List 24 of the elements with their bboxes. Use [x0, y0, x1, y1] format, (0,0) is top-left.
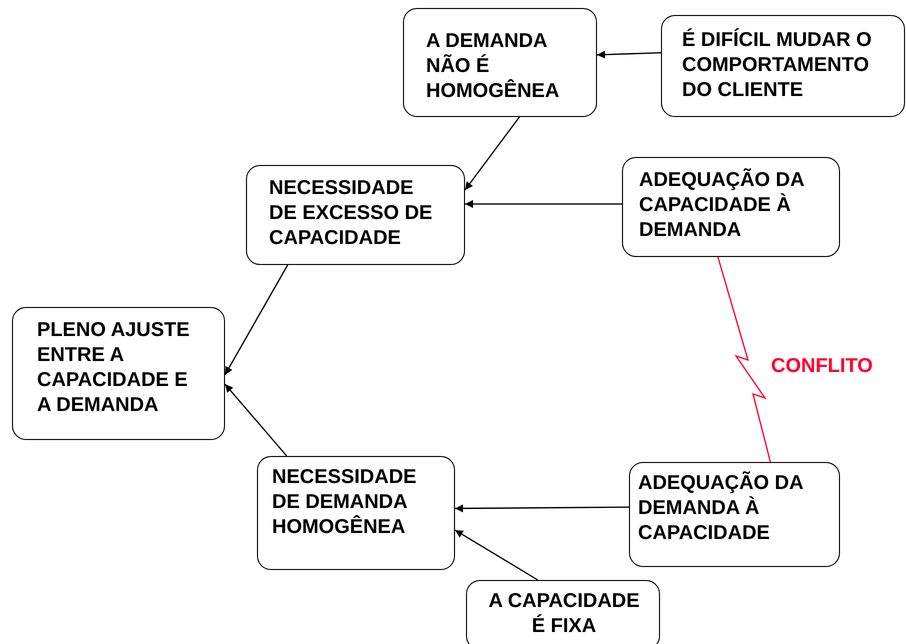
box-text: NECESSIDADE DE DEMANDA HOMOGÊNEA: [272, 465, 418, 540]
box-text: É DIFÍCIL MUDAR O COMPORTAMENTO DO CLIENTE: [682, 28, 873, 103]
arrow: [224, 384, 288, 456]
rounded-box: [466, 580, 660, 644]
rounded-box: [403, 8, 597, 117]
rounded-box: [246, 165, 465, 265]
box-text: A CAPACIDADE É FIXA: [487, 589, 641, 639]
rounded-box: [629, 462, 840, 567]
rounded-box: [661, 15, 905, 117]
arrow: [224, 264, 288, 376]
rounded-box: [622, 157, 840, 257]
conflict-lightning-line: [717, 256, 771, 462]
rounded-box: [12, 307, 225, 440]
box-text: ADEQUAÇÃO DA CAPACIDADE À DEMANDA: [639, 168, 805, 243]
box-text: PLENO AJUSTE ENTRE A CAPACIDADE E A DEMANDA: [37, 318, 191, 418]
arrow: [455, 504, 629, 512]
box-text: ADEQUAÇÃO DA DEMANDA À CAPACIDADE: [638, 471, 804, 546]
arrow: [464, 116, 520, 190]
rounded-box: [257, 456, 455, 570]
arrow: [465, 200, 622, 208]
box-text: NECESSIDADE DE EXCESSO DE CAPACIDADE: [269, 176, 434, 251]
arrow: [454, 530, 538, 581]
box-text: A DEMANDA NÃO É HOMOGÊNEA: [426, 29, 560, 104]
arrow: [596, 50, 662, 59]
